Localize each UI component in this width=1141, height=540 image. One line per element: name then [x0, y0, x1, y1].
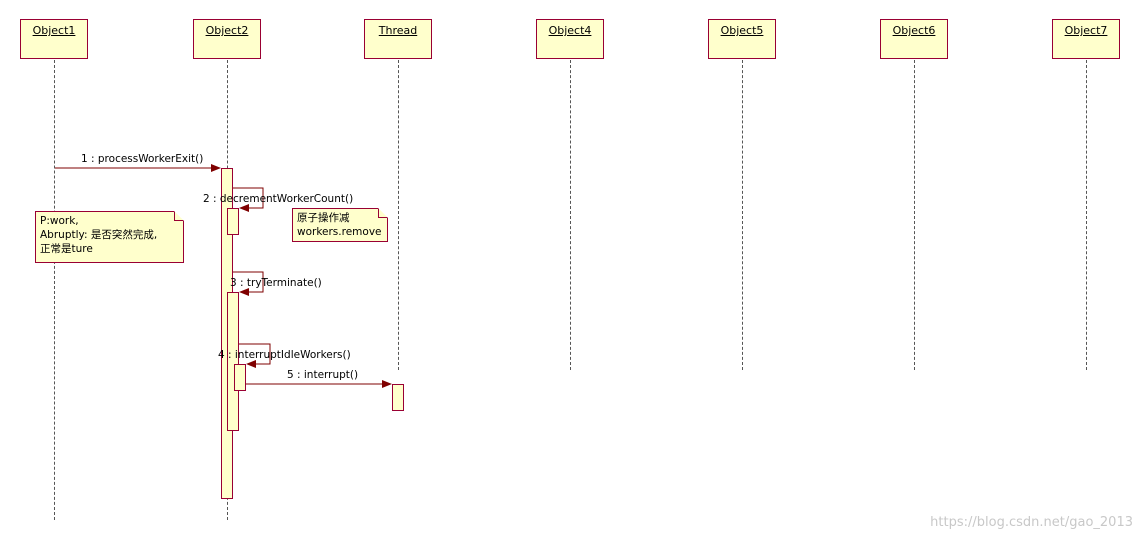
atomic-note-line-1: 原子操作减	[297, 212, 350, 224]
message-1-label: 1 : processWorkerExit()	[81, 153, 204, 165]
watermark-text: https://blog.csdn.net/gao_2013	[930, 515, 1133, 530]
message-3-arrow	[233, 271, 264, 296]
atomic-note: 原子操作减 workers.remove	[292, 208, 388, 242]
object6-lifeline	[914, 60, 915, 370]
object6-box: Object6	[880, 19, 948, 59]
object5-box: Object5	[708, 19, 776, 59]
params-note-line-2: Abruptly: 是否突然完成,	[40, 229, 158, 241]
params-note-line-1: P:work,	[40, 215, 79, 227]
object2-box: Object2	[193, 19, 261, 59]
object4-box: Object4	[536, 19, 604, 59]
params-note: P:work, Abruptly: 是否突然完成, 正常是ture	[35, 211, 184, 263]
message-5-label: 5 : interrupt()	[287, 369, 359, 381]
atomic-note-fold	[378, 208, 388, 218]
message-2-arrow	[233, 187, 264, 212]
object2-activation-interruptidle	[234, 364, 246, 391]
thread-lifeline	[398, 60, 399, 370]
message-3-label: 3 : tryTerminate()	[230, 277, 322, 289]
params-note-line-3: 正常是ture	[40, 243, 93, 255]
object2-activation-tryterminate	[227, 292, 239, 431]
object7-box: Object7	[1052, 19, 1120, 59]
object4-lifeline	[570, 60, 571, 370]
message-2-label: 2 : decrementWorkerCount()	[203, 193, 354, 205]
message-4-arrow	[239, 343, 271, 368]
object1-lifeline	[54, 60, 55, 520]
thread-box: Thread	[364, 19, 432, 59]
object7-lifeline	[1086, 60, 1087, 370]
atomic-note-line-2: workers.remove	[297, 226, 382, 238]
thread-activation	[392, 384, 404, 411]
message-4-label: 4 : interruptIdleWorkers()	[218, 349, 351, 361]
object5-lifeline	[742, 60, 743, 370]
params-note-fold	[174, 211, 184, 221]
object1-box: Object1	[20, 19, 88, 59]
object2-activation-decrement	[227, 208, 239, 235]
